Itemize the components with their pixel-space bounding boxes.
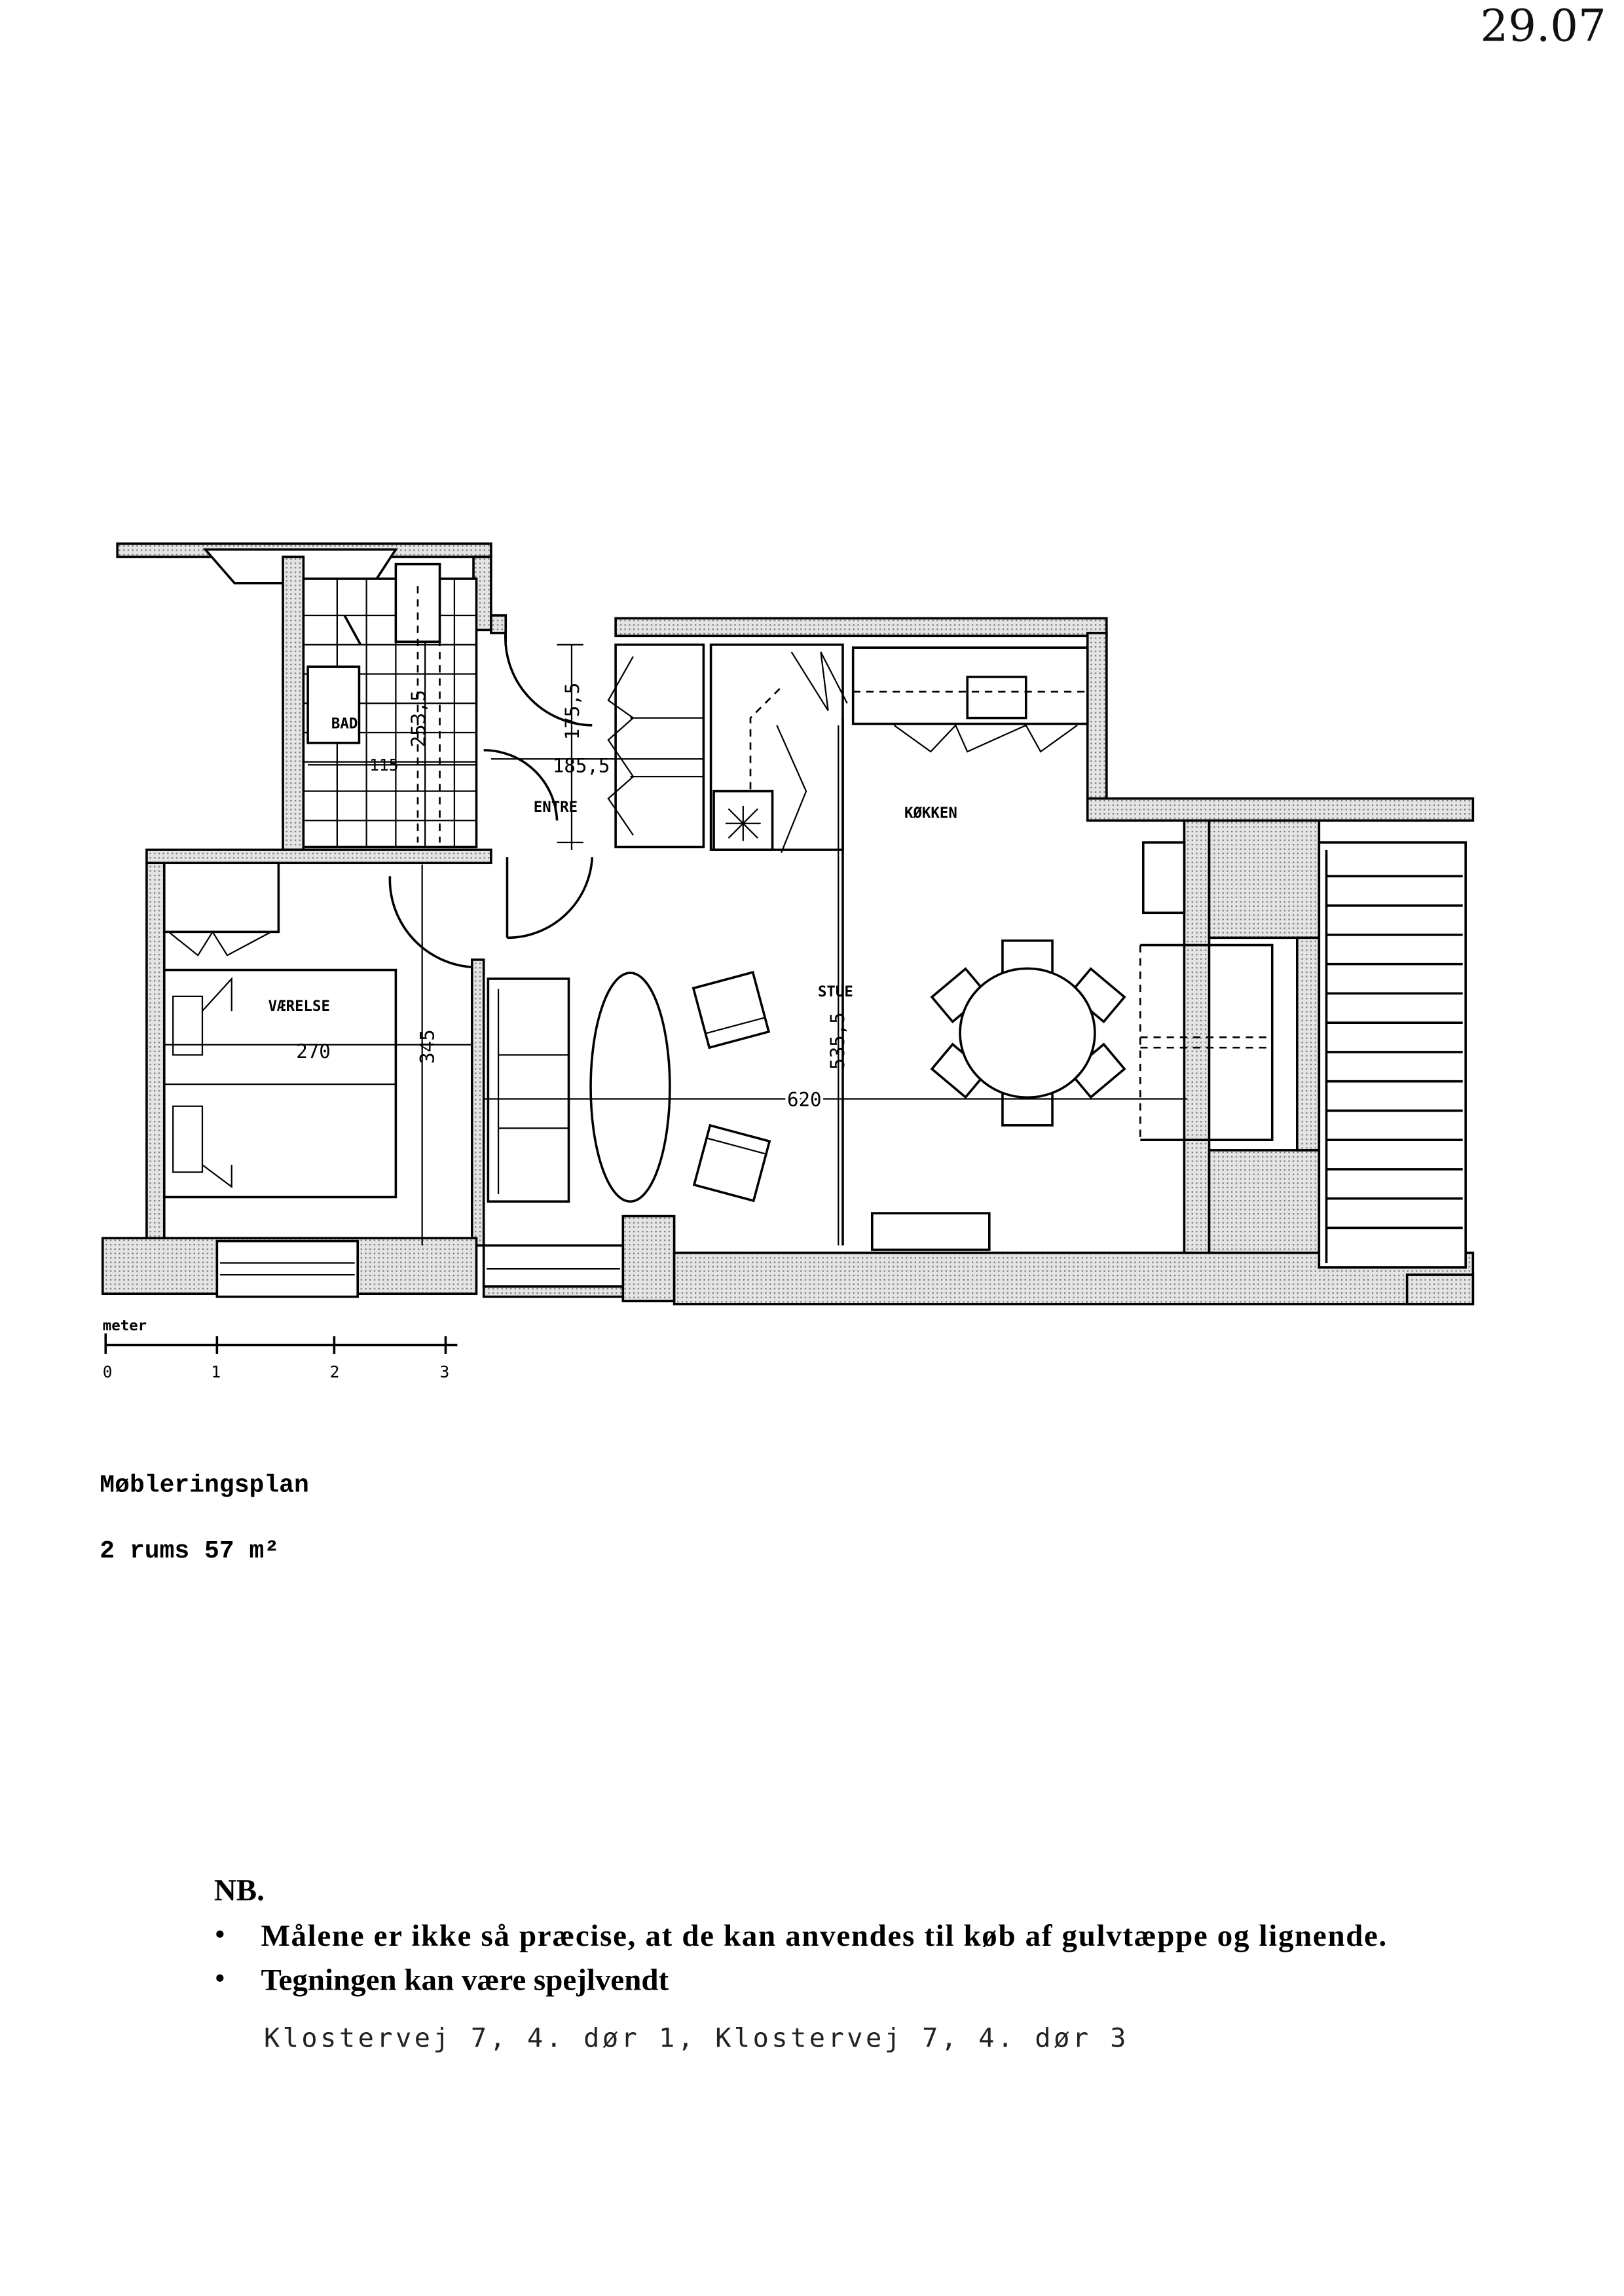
scale-tick-1: 1 (211, 1362, 221, 1381)
doors (388, 630, 594, 968)
bedroom: VÆRELSE (162, 862, 397, 1199)
room-label-living: STUE (818, 983, 853, 1000)
plan-subtitle: 2 rums 57 m² (100, 1537, 279, 1565)
dim-bedroom-width: 270 (296, 1040, 331, 1063)
dim-living-depth: 535,5 (826, 1012, 849, 1070)
dim-entry-width: 185,5 (553, 754, 610, 776)
handwritten-note: 29.07 (1481, 1, 1606, 52)
walls (101, 542, 1475, 1305)
plan-title: Møbleringsplan (100, 1471, 309, 1499)
dim-bath-height: 253,5 (407, 690, 430, 748)
notes: NB. Målene er ikke så præcise, at de kan… (214, 1874, 1386, 2054)
bullet-icon (216, 1974, 224, 1982)
windows (215, 1239, 625, 1298)
notes-heading: NB. (214, 1874, 265, 1908)
living-room: STUE (487, 970, 991, 1251)
dining-table (930, 939, 1126, 1127)
balcony (1139, 841, 1467, 1269)
scale-tick-0: 0 (103, 1362, 113, 1381)
scale-bar: meter 0 1 2 3 (103, 1317, 458, 1381)
room-label-bath: BAD (331, 715, 358, 732)
kitchen: KØKKEN (841, 646, 1089, 1246)
floor-plan: BAD (101, 542, 1475, 1305)
scale-tick-3: 3 (440, 1362, 450, 1381)
note-item: Målene er ikke så præcise, at de kan anv… (261, 1919, 1386, 1953)
scale-unit: meter (103, 1317, 147, 1334)
note-item: Tegningen kan være spejlvendt (261, 1963, 669, 1997)
room-label-entry: ENTRE (534, 799, 578, 816)
bullet-icon (216, 1930, 224, 1938)
address: Klostervej 7, 4. dør 1, Klostervej 7, 4.… (264, 2024, 1129, 2054)
scale-tick-2: 2 (330, 1362, 340, 1381)
dimension-labels: 253,5 115 175,5 185,5 ENTRE 270 345 535,… (296, 683, 849, 1114)
dimension-lines (164, 644, 1187, 1246)
dim-entry-height: 175,5 (561, 683, 583, 740)
room-label-kitchen: KØKKEN (904, 805, 957, 822)
dim-bedroom-depth: 345 (416, 1029, 439, 1064)
dim-living-width: 620 (787, 1089, 822, 1111)
bathroom: BAD (302, 562, 478, 848)
stove-icon (725, 805, 761, 841)
hall-closets (607, 643, 848, 853)
room-label-bedroom: VÆRELSE (268, 998, 330, 1015)
dim-bath-width: 115 (369, 756, 398, 774)
